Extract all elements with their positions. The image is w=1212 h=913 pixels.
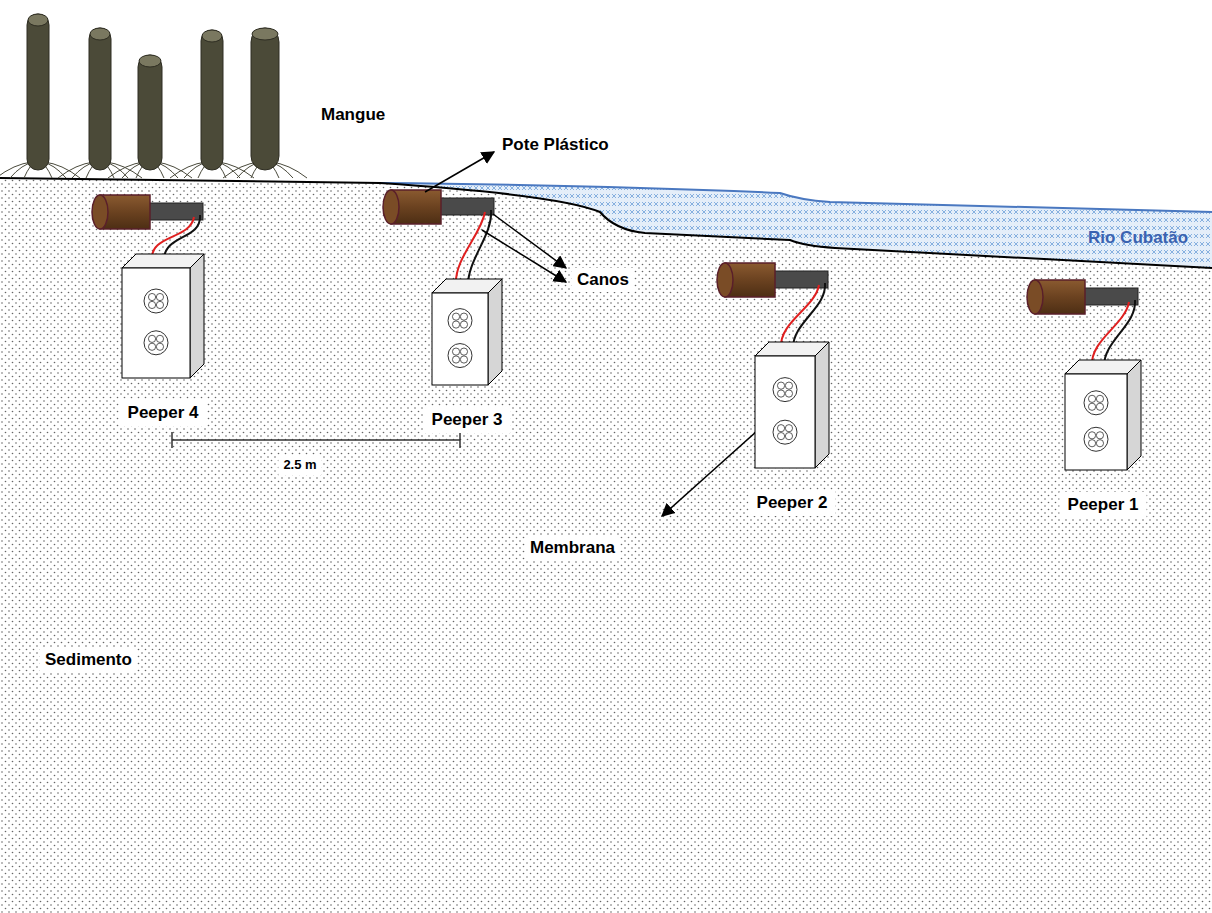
mangrove-trees [0,14,307,178]
peeper-box: Peeper 1 [1065,360,1141,470]
peeper-label: Peeper 4 [120,400,207,426]
part-label: Canos [572,268,634,292]
river-label: Rio Cubatão [1088,228,1188,248]
peeper-box: Peeper 2 [755,342,829,468]
peeper-label: Peeper 3 [424,407,511,433]
peeper-device [1065,360,1143,472]
area-label: Sedimento [40,648,137,672]
part-label: Membrana [525,536,620,560]
peeper-device [122,254,206,380]
peeper-label: Peeper 1 [1060,492,1147,518]
peeper-device [432,279,504,387]
peeper-device [755,342,831,470]
sediment-ground [0,178,1212,913]
dimension-label: 2.5 m [278,455,321,475]
peeper-box: Peeper 4 [122,254,204,378]
part-label: Pote Plástico [497,133,614,157]
scale-bar [172,432,460,448]
ground-line [0,178,1212,268]
peeper-box: Peeper 3 [432,279,502,385]
peeper-label: Peeper 2 [749,490,836,516]
leader-arrows [425,152,776,516]
pots-and-pipes [92,190,1138,366]
area-label: Mangue [316,103,390,127]
